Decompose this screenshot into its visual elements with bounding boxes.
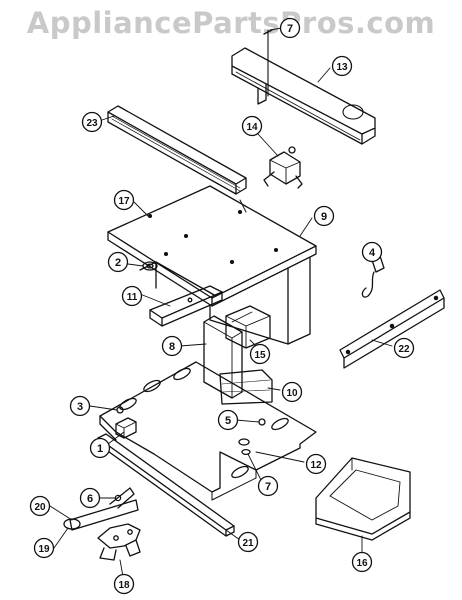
part-18-hinge-bracket: [97, 523, 141, 561]
part-7-screw: [238, 438, 251, 456]
part-19-hinge-cap: [63, 518, 81, 530]
part-9-top-panel: [107, 185, 317, 307]
callout-circle-4: [361, 241, 383, 263]
leader-lines: [49, 27, 393, 583]
part-16-drip-tray: [315, 457, 411, 541]
callout-circle-5: [217, 409, 239, 431]
callout-circle-17: [113, 189, 135, 211]
callout-number-7: 7: [287, 23, 293, 35]
callout-number-16: 16: [356, 558, 368, 569]
callout-number-5: 5: [225, 415, 231, 427]
callout-number-12: 12: [310, 460, 322, 471]
callout-circle-7: [279, 17, 301, 39]
callout-number-2: 2: [115, 257, 121, 269]
callout-circle-13: [331, 55, 353, 77]
callout-number-22: 22: [398, 344, 410, 355]
callout-number-4: 4: [369, 247, 376, 259]
callout-circle-3: [69, 395, 91, 417]
callout-number-21: 21: [242, 538, 254, 549]
part-4-cord-plug: [361, 255, 385, 298]
callout-number-23: 23: [86, 118, 98, 129]
callout-number-18: 18: [118, 580, 130, 591]
callout-number-14: 14: [246, 122, 258, 133]
callout-group: 7 13 23 14 17 9 2 4 11 8 15 22 10 3 5 1 12 7 6 20 19 21 16 18: [29, 17, 415, 595]
callout-circle-7: [257, 475, 279, 497]
callout-circle-19: [33, 537, 55, 559]
callout-circle-8: [161, 335, 183, 357]
part-23-vent-strip: [107, 105, 247, 213]
part-11-bracket: [149, 285, 223, 327]
callout-number-13: 13: [336, 62, 348, 73]
callout-number-7: 7: [265, 481, 271, 493]
callout-number-10: 10: [286, 388, 298, 399]
callout-number-8: 8: [169, 341, 175, 353]
callout-circle-11: [121, 285, 143, 307]
callout-number-11: 11: [127, 292, 138, 303]
part-22-angled-rail: [339, 289, 445, 369]
part-14-valve: [263, 146, 303, 189]
callout-circle-18: [113, 573, 135, 595]
part-12-base-pan: [99, 361, 317, 501]
callout-number-17: 17: [118, 196, 130, 207]
callout-circle-1: [89, 437, 111, 459]
part-21-front-strip: [97, 433, 235, 537]
cabinet-shell: [139, 257, 311, 345]
part-10-foam-block: [219, 369, 273, 405]
watermark-text: AppliancePartsPros.com: [26, 6, 436, 40]
callout-circle-2: [107, 251, 129, 273]
part-1-clip: [115, 417, 137, 439]
callout-circle-12: [305, 453, 327, 475]
callout-number-6: 6: [87, 493, 93, 505]
callout-number-9: 9: [321, 211, 327, 223]
callout-number-1: 1: [97, 443, 103, 455]
callout-circle-23: [81, 111, 103, 133]
callout-circle-9: [313, 205, 335, 227]
callout-circle-14: [241, 115, 263, 137]
callout-circle-21: [237, 531, 259, 553]
callout-number-3: 3: [77, 401, 83, 413]
callout-number-20: 20: [34, 502, 46, 513]
callout-circle-20: [29, 495, 51, 517]
part-13-rear-rail: [231, 29, 376, 145]
callout-circle-6: [79, 487, 101, 509]
callout-number-19: 19: [38, 544, 50, 555]
callout-circle-22: [393, 337, 415, 359]
part-8-vertical-panel: [203, 315, 243, 399]
callout-circle-15: [249, 343, 271, 365]
part-15-duct: [225, 305, 271, 349]
callout-circle-10: [281, 381, 303, 403]
callout-circle-16: [351, 551, 373, 573]
part-5-screw: [258, 418, 266, 426]
callout-number-15: 15: [254, 350, 266, 361]
